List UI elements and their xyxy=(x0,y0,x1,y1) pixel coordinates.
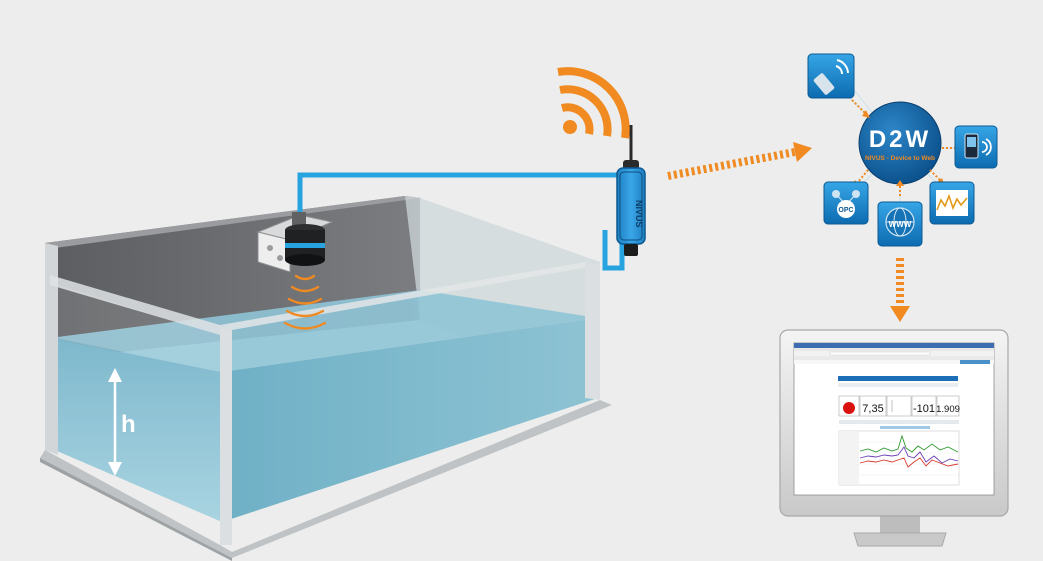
opc-network-icon: OPC xyxy=(832,190,860,218)
level-arrow-down-icon xyxy=(108,462,122,476)
opc-label: OPC xyxy=(838,207,853,214)
monitor: 7,35 -101 1.909 xyxy=(779,329,1009,547)
data-logger: NIVUS xyxy=(616,125,646,256)
service-mobile xyxy=(954,125,998,169)
handheld-device-icon xyxy=(813,59,849,95)
service-handheld xyxy=(807,53,855,99)
trend-line-red xyxy=(859,457,959,468)
service-www: WWW xyxy=(877,201,923,247)
logger-brand: NIVUS xyxy=(634,200,644,228)
monitor-screen: 7,35 -101 1.909 xyxy=(793,342,995,496)
reading-3: 1.909 xyxy=(936,404,960,415)
water-surface xyxy=(50,290,598,372)
level-indicator: h xyxy=(108,368,136,476)
hub-connectors xyxy=(851,99,955,198)
level-arrow-up-icon xyxy=(108,368,122,382)
reading-1: 7,35 xyxy=(862,403,883,415)
upload-arrow-head-icon xyxy=(793,142,812,162)
tank xyxy=(40,196,612,561)
water-side xyxy=(222,318,598,522)
alarm-indicator xyxy=(843,402,855,414)
d2w-logo: D2W xyxy=(869,126,931,153)
reading-2: -101 xyxy=(913,403,935,415)
level-label: h xyxy=(121,411,136,438)
monitor-neck xyxy=(880,515,920,533)
monitor-base xyxy=(853,532,947,547)
upload-arrow xyxy=(667,142,812,180)
water-front xyxy=(50,338,222,522)
trend-chart-icon xyxy=(936,190,968,216)
service-chart xyxy=(929,181,975,225)
wireless-signal-icon xyxy=(557,67,630,139)
d2w-caption: NIVUS - Device to Web xyxy=(865,155,935,162)
www-label: WWW xyxy=(889,220,912,229)
service-opc: OPC xyxy=(823,181,869,225)
trend-line-purple xyxy=(859,446,959,464)
download-arrow-head-icon xyxy=(890,306,910,322)
www-globe-icon: WWW xyxy=(885,207,915,237)
trend-line-green xyxy=(859,434,959,453)
mobile-phone-icon xyxy=(964,133,992,159)
download-arrow xyxy=(890,258,910,322)
ultrasonic-sensor xyxy=(256,172,625,273)
ultrasonic-waves-icon xyxy=(283,274,327,330)
